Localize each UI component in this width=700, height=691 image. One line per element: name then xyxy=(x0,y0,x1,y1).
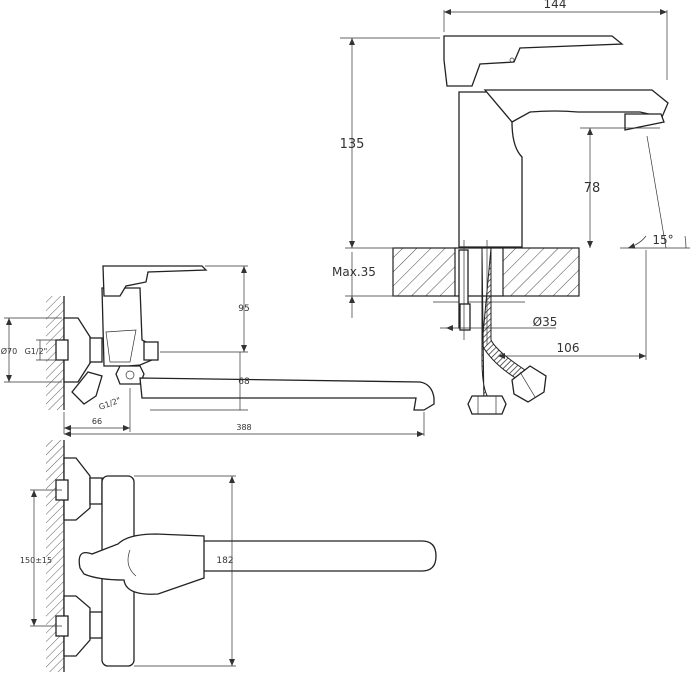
dim-angle: 15° xyxy=(652,233,673,247)
aerator xyxy=(624,113,665,131)
spout xyxy=(139,377,435,411)
dim-inlet-thread: G1/2" xyxy=(25,347,48,356)
dim-basin-height: 135 xyxy=(340,137,365,152)
bath-mixer-front-view: 150±15 182 xyxy=(20,440,437,672)
hose-nut xyxy=(511,365,547,403)
wall-section xyxy=(46,296,64,410)
countertop-section xyxy=(392,247,456,297)
dim-basin-width: 144 xyxy=(544,0,567,11)
dim-center-distance: 150±15 xyxy=(20,556,52,565)
bath-mixer-side-view: 95 Ø70 G1/2" G1/2" 68 66 388 xyxy=(1,265,435,437)
spout xyxy=(483,89,669,123)
dim-bath-height: 95 xyxy=(238,304,249,314)
dim-spout-clearance: 78 xyxy=(584,181,601,196)
dim-flange-diameter: Ø70 xyxy=(1,346,17,356)
spout xyxy=(199,540,437,572)
basin-mixer-view: 144 135 78 15° Max.35 Ø35 106 xyxy=(332,0,690,415)
dim-spout-height: 68 xyxy=(238,377,250,387)
handle-lever xyxy=(78,533,205,595)
handle-lever xyxy=(102,265,208,297)
dim-outlet-thread: G1/2" xyxy=(98,396,122,412)
dim-hole-diameter: Ø35 xyxy=(533,315,558,329)
dim-max-thickness: Max.35 xyxy=(332,265,376,279)
handle-lever xyxy=(443,35,624,87)
countertop-section xyxy=(502,247,580,297)
dim-reach: 106 xyxy=(557,341,580,355)
dim-spout-width: 182 xyxy=(216,556,233,566)
dim-wall-offset: 66 xyxy=(92,417,102,426)
dim-spout-length: 388 xyxy=(236,423,251,432)
hose-nut xyxy=(467,395,507,415)
